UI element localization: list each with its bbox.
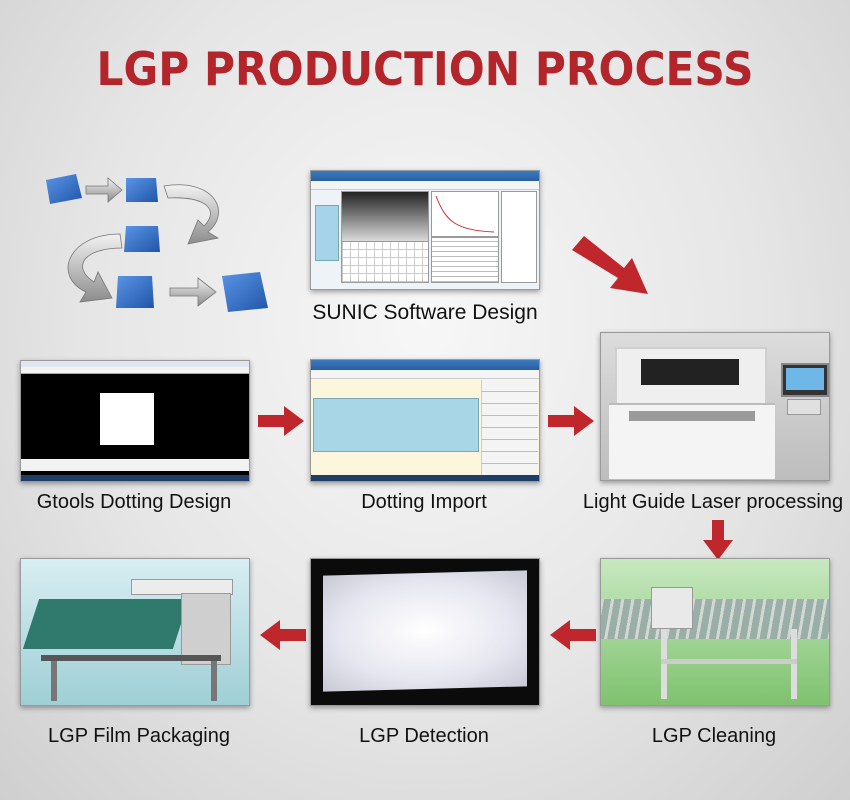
arrow-down-icon (703, 520, 733, 560)
blue-block-icon (124, 226, 160, 252)
curved-arrow-icon (67, 233, 123, 303)
arrow-down-right-icon (572, 236, 648, 294)
blue-block-icon (126, 178, 158, 202)
arrow-right-icon (258, 406, 304, 436)
blue-block-icon (222, 272, 268, 312)
page-title: LGP PRODUCTION PROCESS (96, 42, 754, 96)
step-label-detection: LGP Detection (359, 725, 489, 747)
blue-block-icon (116, 276, 154, 308)
curved-arrow-icon (163, 184, 220, 245)
step-label-laser: Light Guide Laser processing (582, 491, 844, 513)
step-label-sunic: SUNIC Software Design (312, 301, 538, 324)
lgp-detection-image (310, 558, 540, 706)
blue-block-icon (46, 174, 82, 204)
laser-machine-image (600, 332, 830, 481)
film-packaging-image (20, 558, 250, 706)
dotting-import-image (310, 359, 540, 482)
step-label-gtools: Gtools Dotting Design (36, 491, 232, 513)
arrow-left-icon (260, 620, 306, 650)
gray-arrow-icon (169, 277, 217, 307)
sunic-software-image (310, 170, 540, 290)
cleaning-machine-image (600, 558, 830, 706)
process-flow-icon (46, 174, 268, 312)
gray-arrow-icon (85, 177, 123, 203)
step-label-import: Dotting Import (361, 491, 487, 513)
gtools-dotting-image (20, 360, 250, 482)
arrow-right-icon (548, 406, 594, 436)
step-label-packaging: LGP Film Packaging (48, 725, 230, 747)
arrow-left-icon (550, 620, 596, 650)
step-label-cleaning: LGP Cleaning (651, 725, 777, 747)
